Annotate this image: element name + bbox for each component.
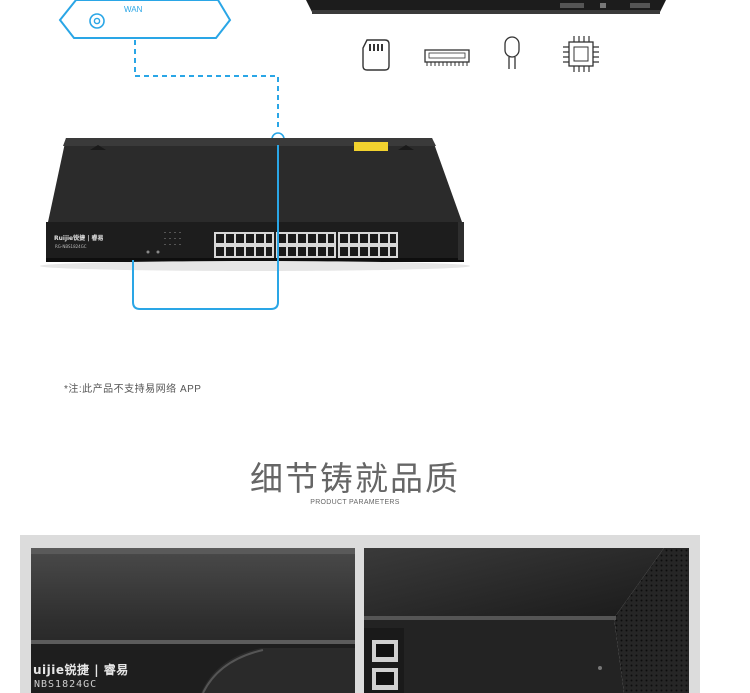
router-device: WAN <box>58 0 232 39</box>
photo-model-text: NBS1824GC <box>34 679 98 690</box>
chassis-corner-closeup <box>364 548 689 693</box>
warning-sticker <box>354 142 388 151</box>
switch-model-label: RG-NBS1824GC <box>55 244 87 249</box>
ethernet-ports <box>214 232 398 258</box>
section-subtitle: PRODUCT PARAMETERS <box>310 499 400 506</box>
uplink-cable <box>134 40 279 128</box>
sd-card-icon <box>362 39 390 71</box>
section-title: 细节铸就品质 <box>250 459 460 498</box>
downlink-cable <box>132 145 279 310</box>
switch-brand-label: Ruijie锐捷 | 睿易 <box>54 234 104 242</box>
app-note: *注:此产品不支持易网络 APP <box>64 384 202 395</box>
capacitor-icon <box>504 36 520 69</box>
network-diagram: WAN <box>40 0 666 310</box>
router-power-icon <box>89 13 105 29</box>
detail-photo-chassis-corner <box>364 548 689 693</box>
photo-brand-text: uijie锐捷 | 睿易 <box>33 663 129 677</box>
chip-icon <box>563 36 599 72</box>
memory-module-icon <box>424 49 470 66</box>
front-panel-closeup <box>31 548 355 693</box>
power-led <box>146 250 150 254</box>
detail-photo-front-panel: uijie锐捷 | 睿易 NBS1824GC <box>31 548 355 693</box>
wan-label: WAN <box>124 5 143 14</box>
server-device-edge <box>306 0 666 14</box>
switch-device: Ruijie锐捷 | 睿易 RG-NBS1824GC <box>40 138 470 271</box>
